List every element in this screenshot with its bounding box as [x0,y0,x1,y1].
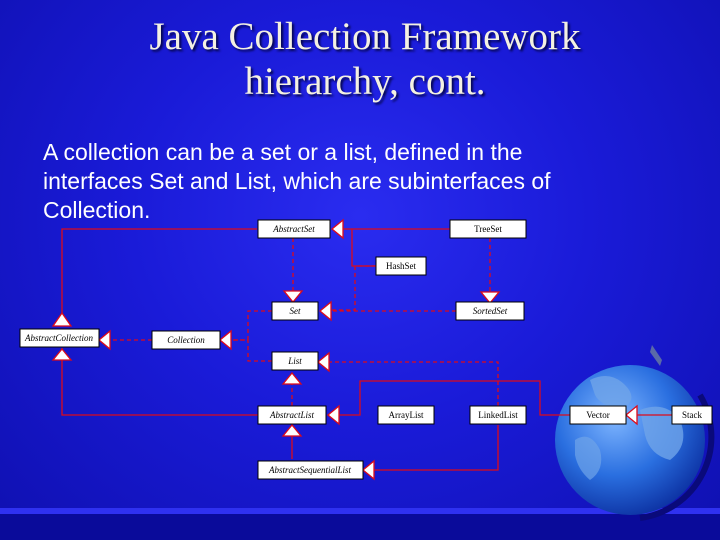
edge-linkedlist-abstractsequentiallist [374,425,499,471]
arrowhead-icon [281,371,303,385]
node-linked-list: LinkedList [469,405,527,425]
node-collection: Collection [151,330,221,350]
edge-hashset-set [331,265,376,311]
slide-title-line-1: Java Collection Framework [149,15,581,58]
node-stack: Stack [671,405,713,425]
node-abstract-list: AbstractList [257,405,327,425]
arrowhead-icon [316,351,330,373]
arrowhead-icon [326,404,340,426]
relation-lines [61,228,672,471]
svg-text:AbstractSequentialList: AbstractSequentialList [268,465,351,475]
edge-list-collection [230,339,272,362]
arrowhead-icon [218,329,232,351]
svg-text:Vector: Vector [586,410,610,420]
arrowhead-icon [330,218,344,240]
arrowhead-icon [282,290,304,304]
edge-hashset-abstractset [351,229,376,267]
svg-text:TreeSet: TreeSet [474,224,502,234]
bottom-band [0,508,720,540]
svg-text:Stack: Stack [682,410,702,420]
svg-text:AbstractList: AbstractList [269,410,315,420]
svg-text:LinkedList: LinkedList [478,410,518,420]
arrow-heads [51,218,638,481]
svg-text:ArrayList: ArrayList [389,410,424,420]
slide-title: Java Collection Framework hierarchy, con… [60,14,670,104]
node-set: Set [271,301,319,321]
node-hash-set: HashSet [375,256,427,276]
arrowhead-icon [479,291,501,305]
arrowhead-icon [97,329,111,351]
node-sorted-set: SortedSet [455,301,525,321]
node-array-list: ArrayList [377,405,435,425]
svg-text:SortedSet: SortedSet [473,306,508,316]
arrowhead-icon [51,311,73,327]
arrowhead-icon [624,404,638,426]
svg-text:Collection: Collection [167,335,205,345]
arrowhead-icon [361,459,375,481]
node-list: List [271,351,319,371]
node-abstract-sequential-list: AbstractSequentialList [257,460,364,480]
node-abstract-set: AbstractSet [257,219,331,239]
slide-title-line-2: hierarchy, cont. [244,60,486,103]
body-line-2: interfaces Set and List, which are subin… [43,168,551,194]
edge-linkedlist-list [330,361,499,406]
edge-abstractlist-abstractcollection [61,348,258,416]
node-abstract-collection: AbstractCollection [19,328,100,348]
node-tree-set: TreeSet [449,219,527,239]
edge-abstractset-abstractcollection [61,228,257,326]
body-line-1: A collection can be a set or a list, def… [43,139,523,165]
body-line-3: Collection. [43,197,151,223]
arrowhead-icon [281,423,303,437]
slide-body: A collection can be a set or a list, def… [43,138,683,225]
svg-text:AbstractSet: AbstractSet [272,224,315,234]
svg-text:AbstractCollection: AbstractCollection [24,333,93,343]
node-vector: Vector [569,405,627,425]
svg-text:List: List [287,356,302,366]
edge-arraylist-vector-abstractlist [339,380,570,416]
arrowhead-icon [51,347,73,361]
svg-text:HashSet: HashSet [386,261,416,271]
svg-text:Set: Set [290,306,301,316]
edge-set-collection [230,310,272,341]
arrowhead-icon [318,300,332,322]
